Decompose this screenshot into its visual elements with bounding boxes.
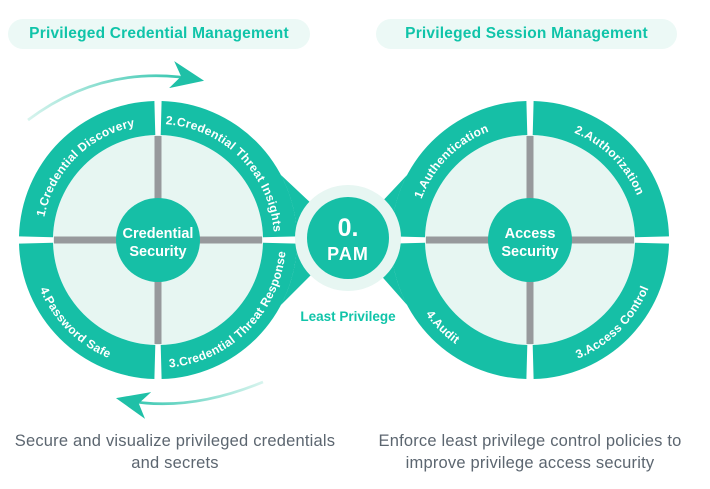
right-ring-segment-4 xyxy=(391,242,528,379)
pam-hub: 0. PAM Least Privilege xyxy=(295,185,401,324)
left-ring-segment-3 xyxy=(160,242,297,379)
access-security-label-line1: Access xyxy=(505,226,556,242)
right-ring-cross-bars xyxy=(426,136,634,344)
right-ring-segment-2 xyxy=(532,101,669,238)
credential-security-label-line2: Security xyxy=(129,244,186,260)
left-ring-segment-1 xyxy=(19,101,156,238)
left-ring-segment-2 xyxy=(160,101,297,238)
left-ring: Credential Security 1.Credential Discove… xyxy=(19,101,297,379)
left-header-label: Privileged Credential Management xyxy=(29,25,289,42)
cycle-arrow-bottom xyxy=(115,380,264,419)
pam-label: PAM xyxy=(327,244,369,264)
left-header-pill: Privileged Credential Management xyxy=(8,19,310,49)
right-ring: Access Security 1.Authentication 2.Autho… xyxy=(391,101,669,379)
cycle-arrow-top xyxy=(27,61,205,122)
right-caption: Enforce least privilege control policies… xyxy=(378,432,682,472)
least-privilege-label: Least Privilege xyxy=(300,309,396,324)
left-ring-segment-4 xyxy=(19,242,156,379)
credential-security-circle xyxy=(116,198,200,282)
left-caption: Secure and visualize privileged credenti… xyxy=(14,432,336,472)
right-ring-segment-1 xyxy=(391,101,528,238)
right-ring-segment-3 xyxy=(532,242,669,379)
credential-security-label-line1: Credential xyxy=(123,226,194,242)
pam-circle xyxy=(307,197,389,279)
access-security-label-line2: Security xyxy=(501,244,558,260)
left-ring-cross-bars xyxy=(54,136,262,344)
right-header-label: Privileged Session Management xyxy=(405,25,648,42)
pam-zero-label: 0. xyxy=(338,214,359,242)
access-security-circle xyxy=(488,198,572,282)
right-header-pill: Privileged Session Management xyxy=(376,19,677,49)
